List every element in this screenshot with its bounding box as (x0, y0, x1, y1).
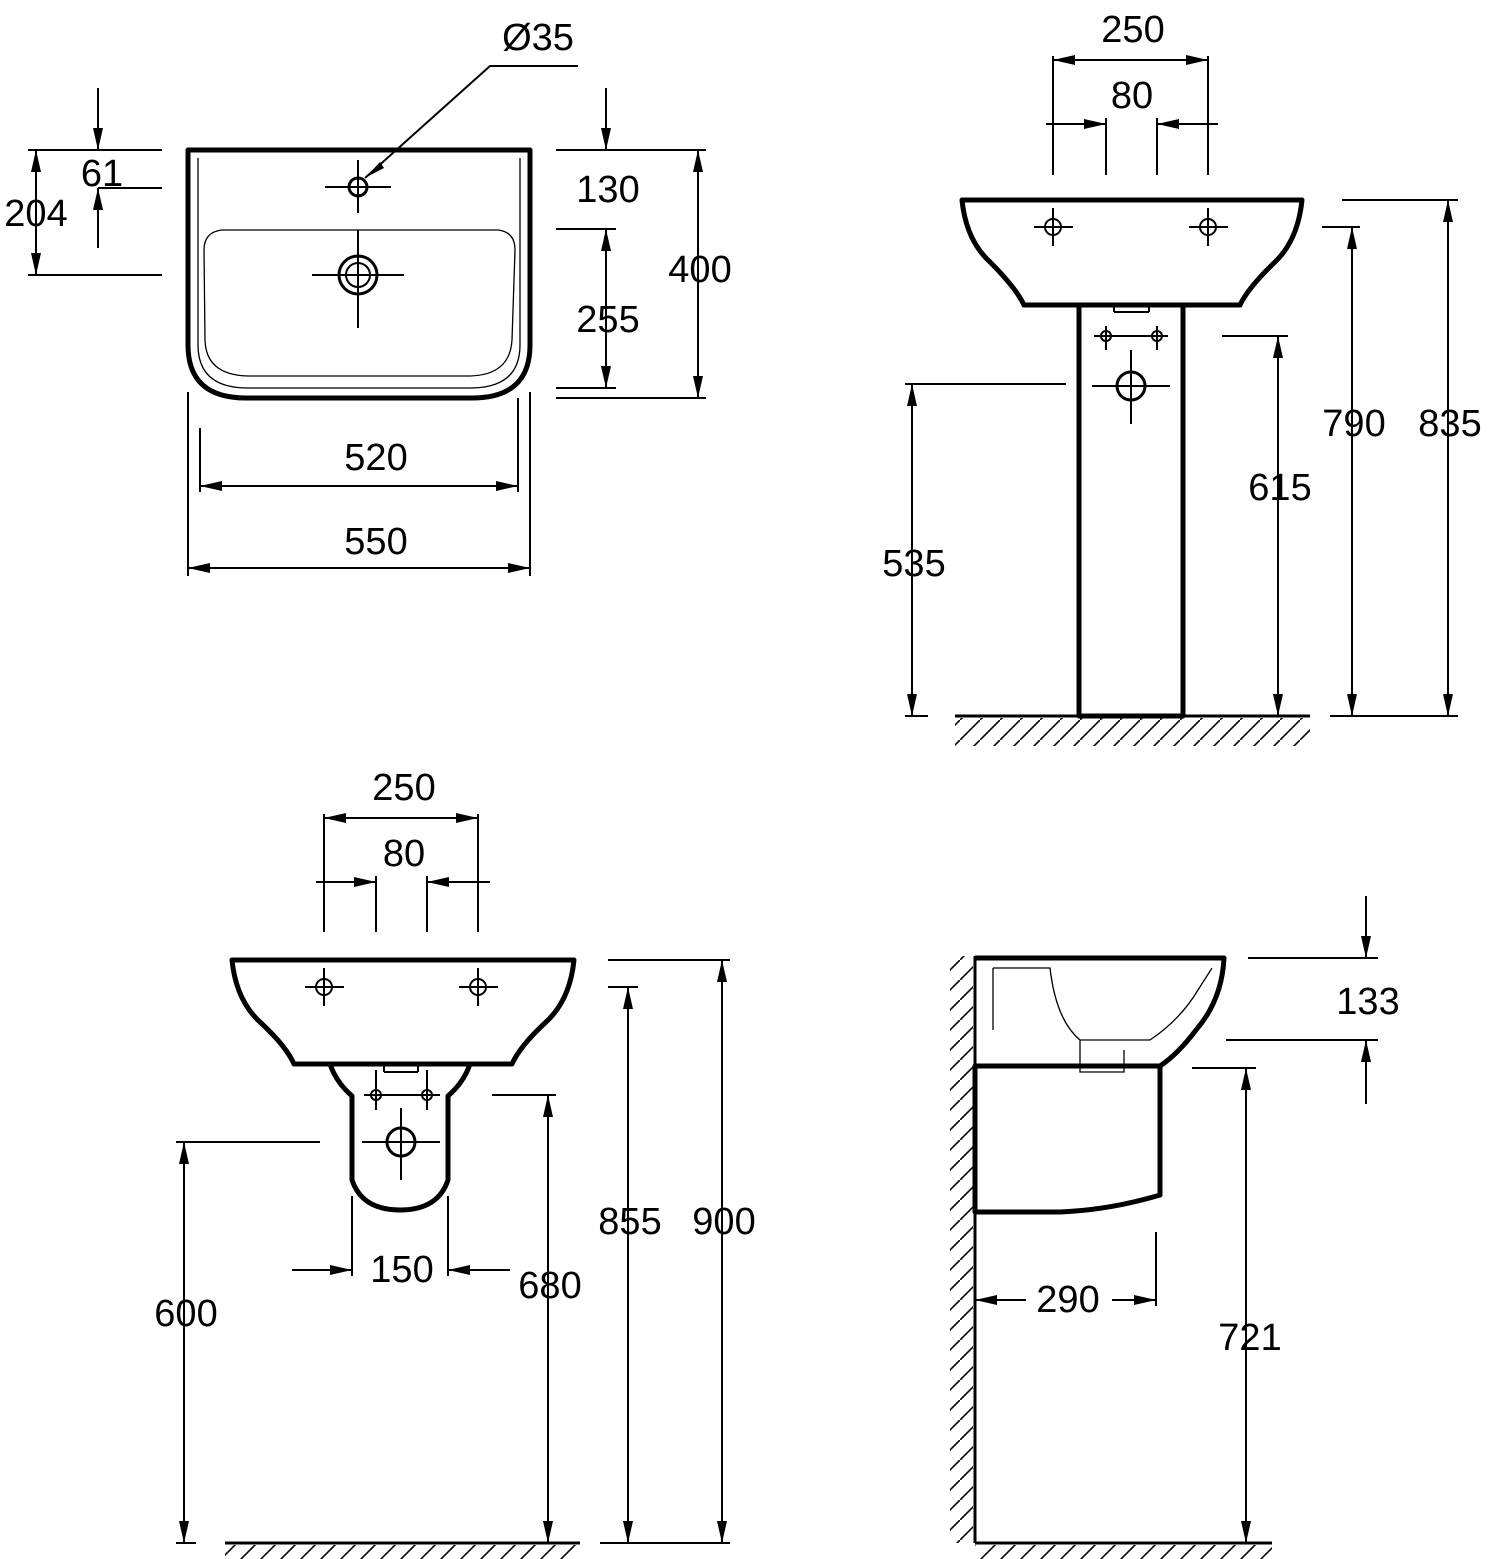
top-view: Ø35 61 204 130 255 400 (4, 17, 732, 576)
side-view: 133 290 721 (950, 896, 1400, 1559)
dim-400: 400 (668, 249, 731, 291)
semipedestal-front-view: 250 80 150 600 680 855 900 (154, 767, 756, 1559)
dim-855: 855 (598, 1201, 661, 1243)
dim-80: 80 (383, 833, 425, 875)
waste-outlet-icon (1092, 350, 1170, 424)
dim-721: 721 (1218, 1317, 1281, 1359)
pedestal-basin-outline (959, 197, 1305, 308)
fixing-holes-icon (1094, 326, 1168, 350)
semipedestal-basin-outline (229, 957, 577, 1067)
pedestal-front-view: 250 80 535 615 790 835 (882, 9, 1482, 746)
dim-250: 250 (1101, 9, 1164, 51)
dim-130: 130 (576, 169, 639, 211)
waste-outlet-icon (362, 1108, 440, 1180)
top-inner-bowl (197, 158, 521, 389)
dim-600: 600 (154, 1293, 217, 1335)
dim-290: 290 (1036, 1279, 1099, 1321)
dim-255: 255 (576, 299, 639, 341)
right-tap-hole-icon (459, 968, 498, 1006)
waste-outlet-icon (312, 230, 404, 328)
dim-250: 250 (372, 767, 435, 809)
dim-520: 520 (344, 437, 407, 479)
side-shroud-outline (972, 1063, 1163, 1215)
left-tap-hole-icon (1034, 208, 1073, 246)
side-basin-outline (975, 955, 1227, 1069)
dim-900: 900 (692, 1201, 755, 1243)
side-basin-inner (993, 967, 1213, 1041)
right-tap-hole-icon (1189, 208, 1228, 246)
dim-204: 204 (4, 193, 67, 235)
dim-550: 550 (344, 521, 407, 563)
top-basin-outline (185, 147, 533, 401)
dim-615: 615 (1248, 467, 1311, 509)
semipedestal-shroud (327, 1063, 473, 1213)
dim-61: 61 (81, 153, 123, 195)
dim-790: 790 (1322, 403, 1385, 445)
left-tap-hole-icon (305, 968, 344, 1006)
dim-150: 150 (370, 1249, 433, 1291)
dim-80: 80 (1111, 75, 1153, 117)
top-inner-rim (203, 229, 516, 377)
dim-680: 680 (518, 1265, 581, 1307)
tap-hole-icon (325, 160, 391, 213)
dim-diameter-35: Ø35 (502, 17, 574, 59)
dim-535: 535 (882, 543, 945, 585)
dim-835: 835 (1418, 403, 1481, 445)
fixing-holes-icon (364, 1070, 440, 1110)
dim-133: 133 (1336, 981, 1399, 1023)
